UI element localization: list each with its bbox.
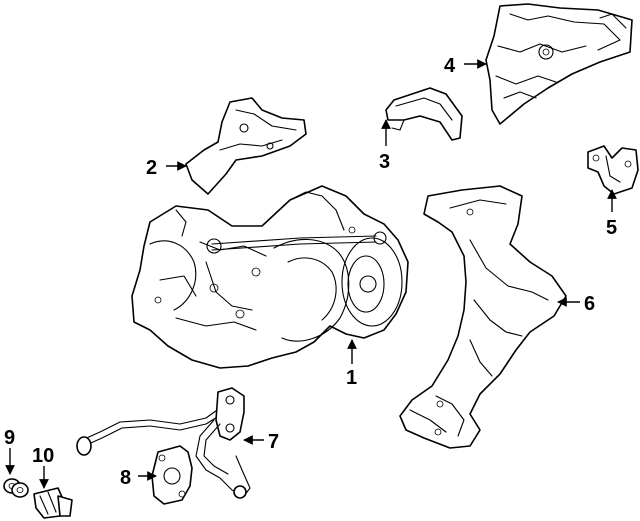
washer-part: [3, 478, 29, 498]
clip-part: [587, 145, 639, 195]
heat-shield-upper-part: [485, 3, 633, 125]
callout-3: 3: [379, 151, 390, 173]
callout-4: 4: [444, 55, 456, 77]
callout-5: 5: [606, 217, 617, 239]
gasket-part: [151, 445, 193, 505]
callout-10: 10: [32, 445, 54, 467]
callout-9: 9: [4, 427, 15, 449]
callout-6: 6: [584, 293, 595, 315]
callout-7: 7: [268, 431, 279, 453]
bracket-part: [385, 87, 463, 141]
callout-1: 1: [346, 367, 357, 389]
heat-shield-part: [185, 97, 307, 195]
oil-line-part: [76, 387, 251, 499]
turbocharger-part: [131, 185, 409, 369]
callout-labels: 1 2 3 4 5 6 7 8 9 10: [4, 55, 617, 489]
bolt-part: [33, 487, 73, 519]
callout-2: 2: [146, 157, 157, 179]
callout-8: 8: [120, 467, 131, 489]
heat-shield-lower-part: [399, 185, 567, 449]
leader-lines: [5, 59, 617, 489]
